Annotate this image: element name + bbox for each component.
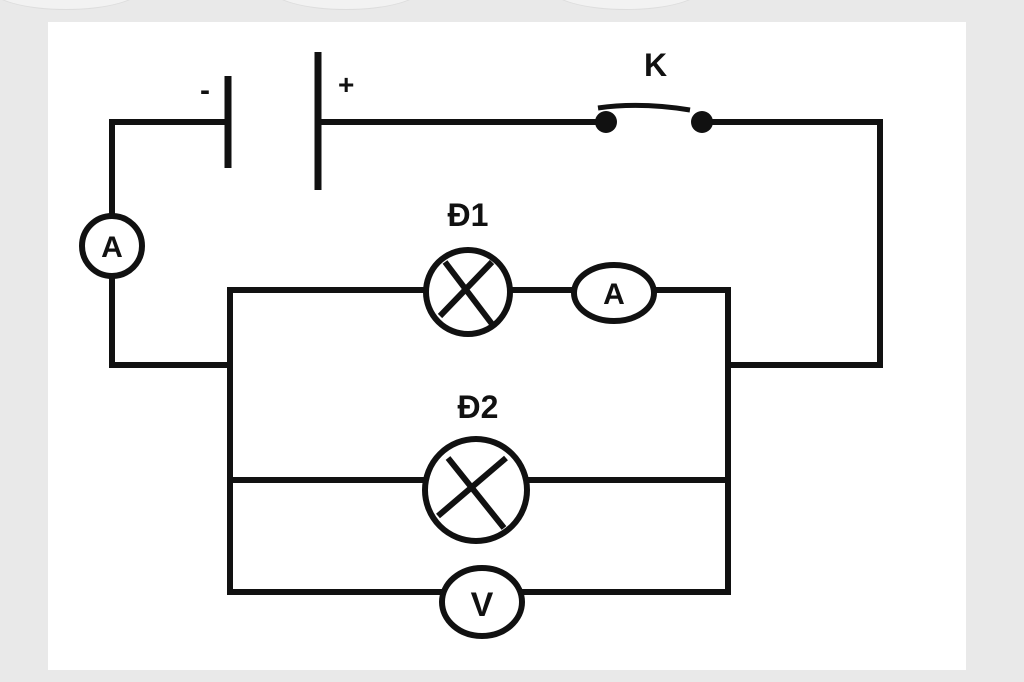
ammeter-main: A — [79, 213, 145, 279]
lamp-2 — [422, 436, 530, 544]
switch-label: K — [644, 47, 667, 83]
lamp-1-label: Đ1 — [448, 197, 489, 233]
battery-positive-label: + — [338, 69, 354, 100]
diagram-card — [48, 22, 966, 670]
switch-k[interactable] — [595, 102, 713, 133]
ammeter-branch-symbol: A — [603, 278, 625, 311]
ammeter-branch: A — [571, 262, 657, 324]
voltmeter-symbol: V — [471, 586, 494, 624]
battery-negative-label: - — [200, 74, 210, 107]
lamp-2-label: Đ2 — [458, 389, 499, 425]
ammeter-main-symbol: A — [101, 231, 123, 264]
lamp-1 — [423, 247, 513, 337]
wire-switch-to-right — [703, 119, 883, 368]
voltmeter: V — [439, 565, 525, 639]
battery — [224, 52, 322, 190]
